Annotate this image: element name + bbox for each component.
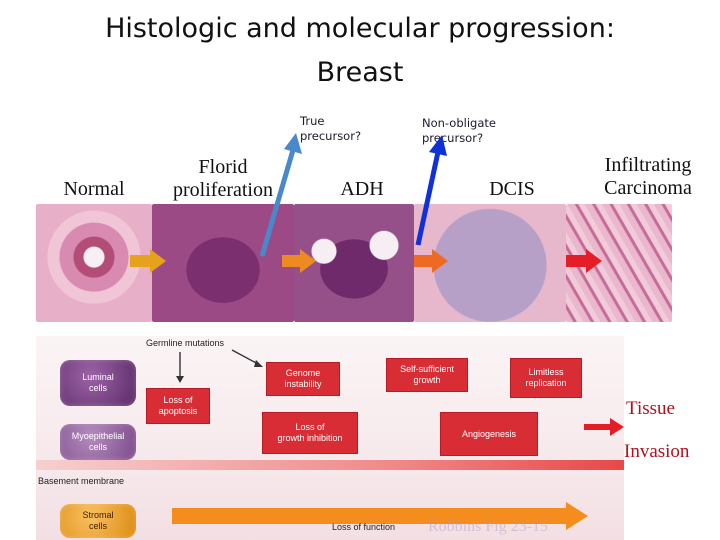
- germline-down-arrowhead: [176, 376, 184, 383]
- legend-invasion-label: Invasion: [624, 441, 690, 462]
- myoepithelial-cells-label-line-1: Myoepithelial: [71, 431, 125, 441]
- stromal-cells-oval: Stromal cells: [60, 504, 136, 538]
- stage-label-adh: ADH: [340, 178, 384, 200]
- progression-arrow-adh-to-dcis: [414, 249, 448, 273]
- self-sufficient-growth-line-1: Self-sufficient: [400, 364, 454, 374]
- stage-label-florid-line-2: proliferation: [173, 179, 273, 201]
- limitless-replication-line-2: replication: [525, 378, 567, 388]
- annotation-non-obligate-line-1: Non-obligate: [422, 116, 496, 130]
- non-obligate-arrow-head: [429, 135, 447, 156]
- progression-arrow-dcis-to-carcinoma: [566, 249, 602, 273]
- pathway-connectors: [172, 349, 588, 530]
- self-sufficient-growth-line-2: growth: [413, 375, 441, 385]
- loss-of-growth-inhibition-line-1: Loss of: [295, 422, 325, 432]
- loss-of-apoptosis-box: Loss of apoptosis: [146, 388, 210, 424]
- basement-membrane-band: [36, 460, 624, 470]
- stage-label-infiltrating-line-1: Infiltrating: [604, 154, 692, 176]
- legend-tissue-label: Tissue: [626, 398, 675, 419]
- loss-of-function-label: Loss of function: [332, 522, 396, 532]
- annotation-true-precursor-line-1: True: [300, 114, 325, 128]
- stage-label-infiltrating-line-2: Carcinoma: [604, 177, 692, 199]
- molecular-pathway-figure: Basement membrane Luminal cells Myoepith…: [36, 336, 624, 540]
- page-title-line-1: Histologic and molecular progression:: [105, 13, 615, 44]
- germline-right-arrow: [231, 349, 259, 365]
- basement-membrane-label: Basement membrane: [38, 476, 125, 486]
- stage-label-infiltrating: Infiltrating Carcinoma: [586, 154, 710, 200]
- stage-label-normal: Normal: [63, 178, 125, 200]
- stage-label-florid-line-1: Florid: [198, 156, 248, 178]
- page-title-line-2: Breast: [316, 57, 404, 88]
- annotation-true-precursor-line-2: precursor?: [300, 129, 362, 143]
- genome-instability-box: Genome instability: [266, 362, 340, 396]
- stromal-cells-label-line-1: Stromal: [82, 510, 114, 520]
- tissue-invasion-legend-arrow: [584, 418, 624, 436]
- progression-arrow-normal-to-florid: [130, 249, 166, 273]
- luminal-cells-label-line-1: Luminal: [82, 372, 114, 382]
- progression-arrow-florid-to-adh: [282, 249, 316, 273]
- angiogenesis-box: Angiogenesis: [440, 412, 538, 456]
- stage-label-florid: Florid proliferation: [152, 156, 294, 202]
- true-precursor-arrow-shaft: [259, 149, 296, 257]
- loss-of-apoptosis-line-2: apoptosis: [158, 406, 198, 416]
- loss-of-apoptosis-line-1: Loss of: [163, 395, 193, 405]
- loss-of-growth-inhibition-box: Loss of growth inhibition: [262, 412, 358, 454]
- myoepithelial-cells-label-line-2: cells: [88, 442, 107, 452]
- limitless-replication-line-1: Limitless: [528, 367, 564, 377]
- genome-instability-line-1: Genome: [285, 368, 321, 378]
- stromal-cells-label-line-2: cells: [88, 521, 107, 531]
- non-obligate-arrow-shaft: [415, 151, 441, 246]
- self-sufficient-growth-box: Self-sufficient growth: [386, 358, 468, 392]
- limitless-replication-box: Limitless replication: [510, 358, 582, 398]
- loss-of-function-arrow: [172, 502, 588, 530]
- histology-panel-adh: [294, 204, 414, 322]
- luminal-cells-label-line-2: cells: [88, 383, 107, 393]
- figure-citation: Robbins Fig 23-15: [428, 518, 549, 535]
- angiogenesis-label: Angiogenesis: [461, 428, 517, 439]
- loss-of-growth-inhibition-line-2: growth inhibition: [277, 433, 343, 443]
- stage-label-dcis: DCIS: [489, 178, 535, 200]
- germline-mutations-label: Germline mutations: [146, 338, 225, 348]
- germline-right-arrowhead: [254, 360, 263, 367]
- annotation-true-precursor: True precursor?: [300, 114, 361, 144]
- true-precursor-arrow-head: [284, 133, 302, 154]
- luminal-cells-oval: Luminal cells: [60, 360, 136, 406]
- myoepithelial-cells-oval: Myoepithelial cells: [60, 424, 136, 460]
- genome-instability-line-2: instability: [284, 379, 322, 389]
